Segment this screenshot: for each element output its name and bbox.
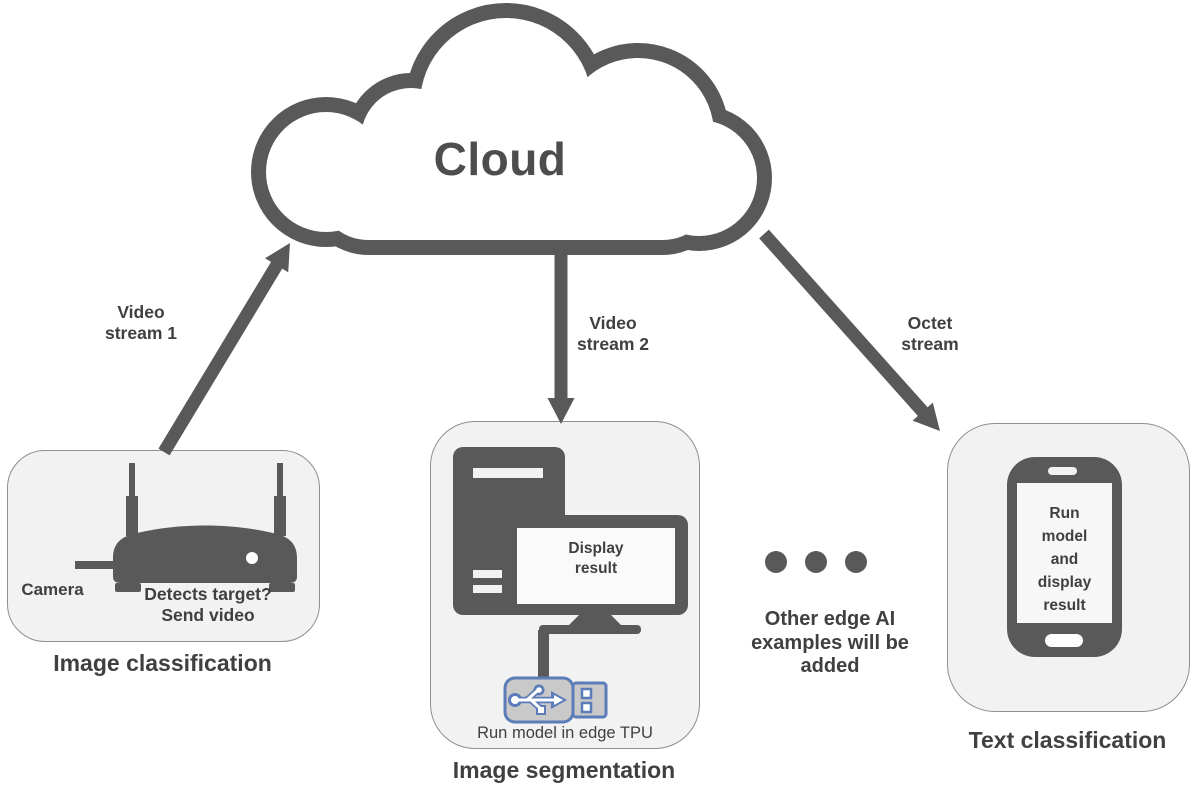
image-segmentation-caption: Image segmentation [452, 757, 676, 783]
detects-target-line1: Detects target? [144, 584, 272, 604]
monitor-screen [517, 528, 675, 604]
video-stream-1-line2: stream 1 [105, 323, 177, 343]
phone-screen-line1: Run [1049, 505, 1080, 522]
wifi-camera-device-icon [75, 463, 297, 592]
display-result-line1: Display [568, 540, 624, 557]
device-led-icon [246, 552, 258, 564]
detects-target-line2: Send video [161, 604, 255, 625]
desktop-computer-icon [453, 447, 688, 679]
dot [845, 551, 867, 573]
phone-screen-line2: model [1041, 528, 1088, 545]
run-model-edge-tpu-label: Run model in edge TPU [477, 724, 653, 742]
text-classification-caption: Text classification [968, 727, 1167, 753]
display-result-text: Display result [517, 539, 675, 578]
usb-trident-icon [508, 684, 567, 715]
antenna-left-icon [129, 463, 135, 501]
video-stream-2-line1: Video [589, 313, 637, 333]
smartphone-icon [1007, 457, 1122, 657]
video-stream-2-label: Video stream 2 [553, 313, 673, 355]
camera-cable-icon [75, 561, 115, 569]
phone-speaker-icon [1048, 467, 1077, 475]
display-result-line2: result [574, 559, 618, 577]
video-stream-1-line1: Video [117, 302, 165, 322]
antenna-right-icon [277, 463, 283, 501]
usb-accelerator-icon [503, 676, 608, 724]
phone-screen-text: Run model and display result [1017, 502, 1112, 617]
usb-cable-icon [538, 630, 549, 679]
octet-stream-line1: Octet [907, 313, 953, 333]
cloud-label: Cloud [433, 133, 567, 185]
detects-target-text: Detects target? Send video [108, 584, 308, 625]
camera-label: Camera [21, 580, 84, 599]
video-stream-2-line2: stream 2 [577, 334, 649, 354]
other-examples-line2: examples will be [751, 631, 909, 654]
ellipsis-dots-icon [765, 551, 867, 573]
other-examples-line1: Other edge AI [764, 608, 896, 630]
phone-screen-line4: display [1037, 574, 1092, 591]
video-stream-1-arrow [158, 243, 290, 456]
phone-screen-line3: and [1050, 551, 1079, 568]
octet-stream-line2: stream [901, 334, 959, 354]
octet-stream-label: Octet stream [870, 313, 990, 355]
other-examples-note: Other edge AI examples will be added [720, 608, 940, 679]
image-classification-caption: Image classification [53, 650, 272, 676]
other-examples-line3: added [800, 655, 860, 677]
cloud-icon [251, 3, 772, 255]
phone-screen [1017, 483, 1112, 623]
phone-home-button-icon [1045, 634, 1083, 647]
dot [765, 551, 787, 573]
phone-screen-line5: result [1043, 597, 1086, 614]
dot [805, 551, 827, 573]
video-stream-1-label: Video stream 1 [81, 302, 201, 344]
